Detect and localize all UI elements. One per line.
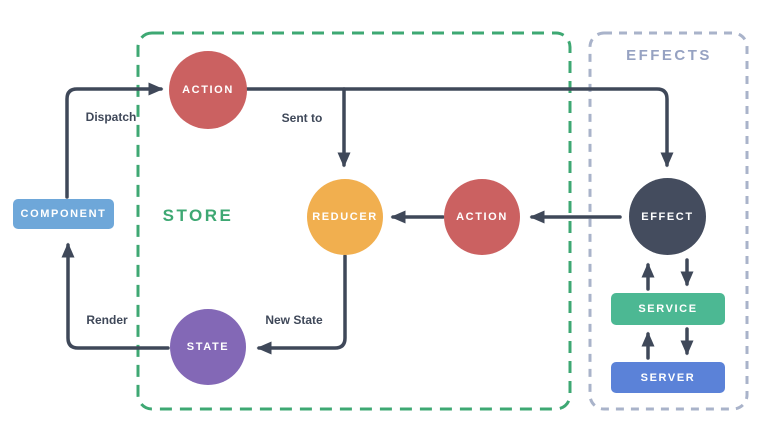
edge-label-dispatch: Dispatch: [85, 110, 137, 124]
node-action-dispatched-label: ACTION: [182, 84, 234, 96]
edge-label-sent-to: Sent to: [281, 111, 323, 125]
edge-label-render: Render: [86, 313, 128, 327]
arrow-component-to-action: [65, 82, 164, 199]
node-state: STATE: [170, 309, 246, 385]
node-reducer: REDUCER: [307, 179, 383, 255]
node-service: SERVICE: [611, 293, 725, 325]
node-server: SERVER: [611, 362, 725, 393]
arrow-reducer-to-state: [256, 254, 347, 355]
node-component: COMPONENT: [13, 199, 114, 229]
effects-group-border: [588, 31, 749, 411]
node-effect: EFFECT: [629, 178, 706, 255]
edge-label-new-state: New State: [265, 313, 323, 327]
node-action-dispatched: ACTION: [169, 51, 247, 129]
node-component-label: COMPONENT: [20, 208, 107, 220]
node-action-from-effect-label: ACTION: [456, 211, 508, 223]
arrow-state-to-component: [61, 242, 170, 350]
arrow-action-to-effect: [245, 87, 674, 168]
effects-group-label: EFFECTS: [626, 47, 712, 64]
node-reducer-label: REDUCER: [312, 211, 378, 223]
arrow-group: [61, 82, 694, 360]
node-effect-label: EFFECT: [641, 210, 694, 223]
node-action-from-effect: ACTION: [444, 179, 520, 255]
store-group-border: [136, 31, 572, 411]
node-server-label: SERVER: [640, 371, 696, 384]
node-service-label: SERVICE: [638, 303, 698, 315]
store-group-label: STORE: [162, 206, 234, 225]
node-state-label: STATE: [186, 341, 230, 353]
